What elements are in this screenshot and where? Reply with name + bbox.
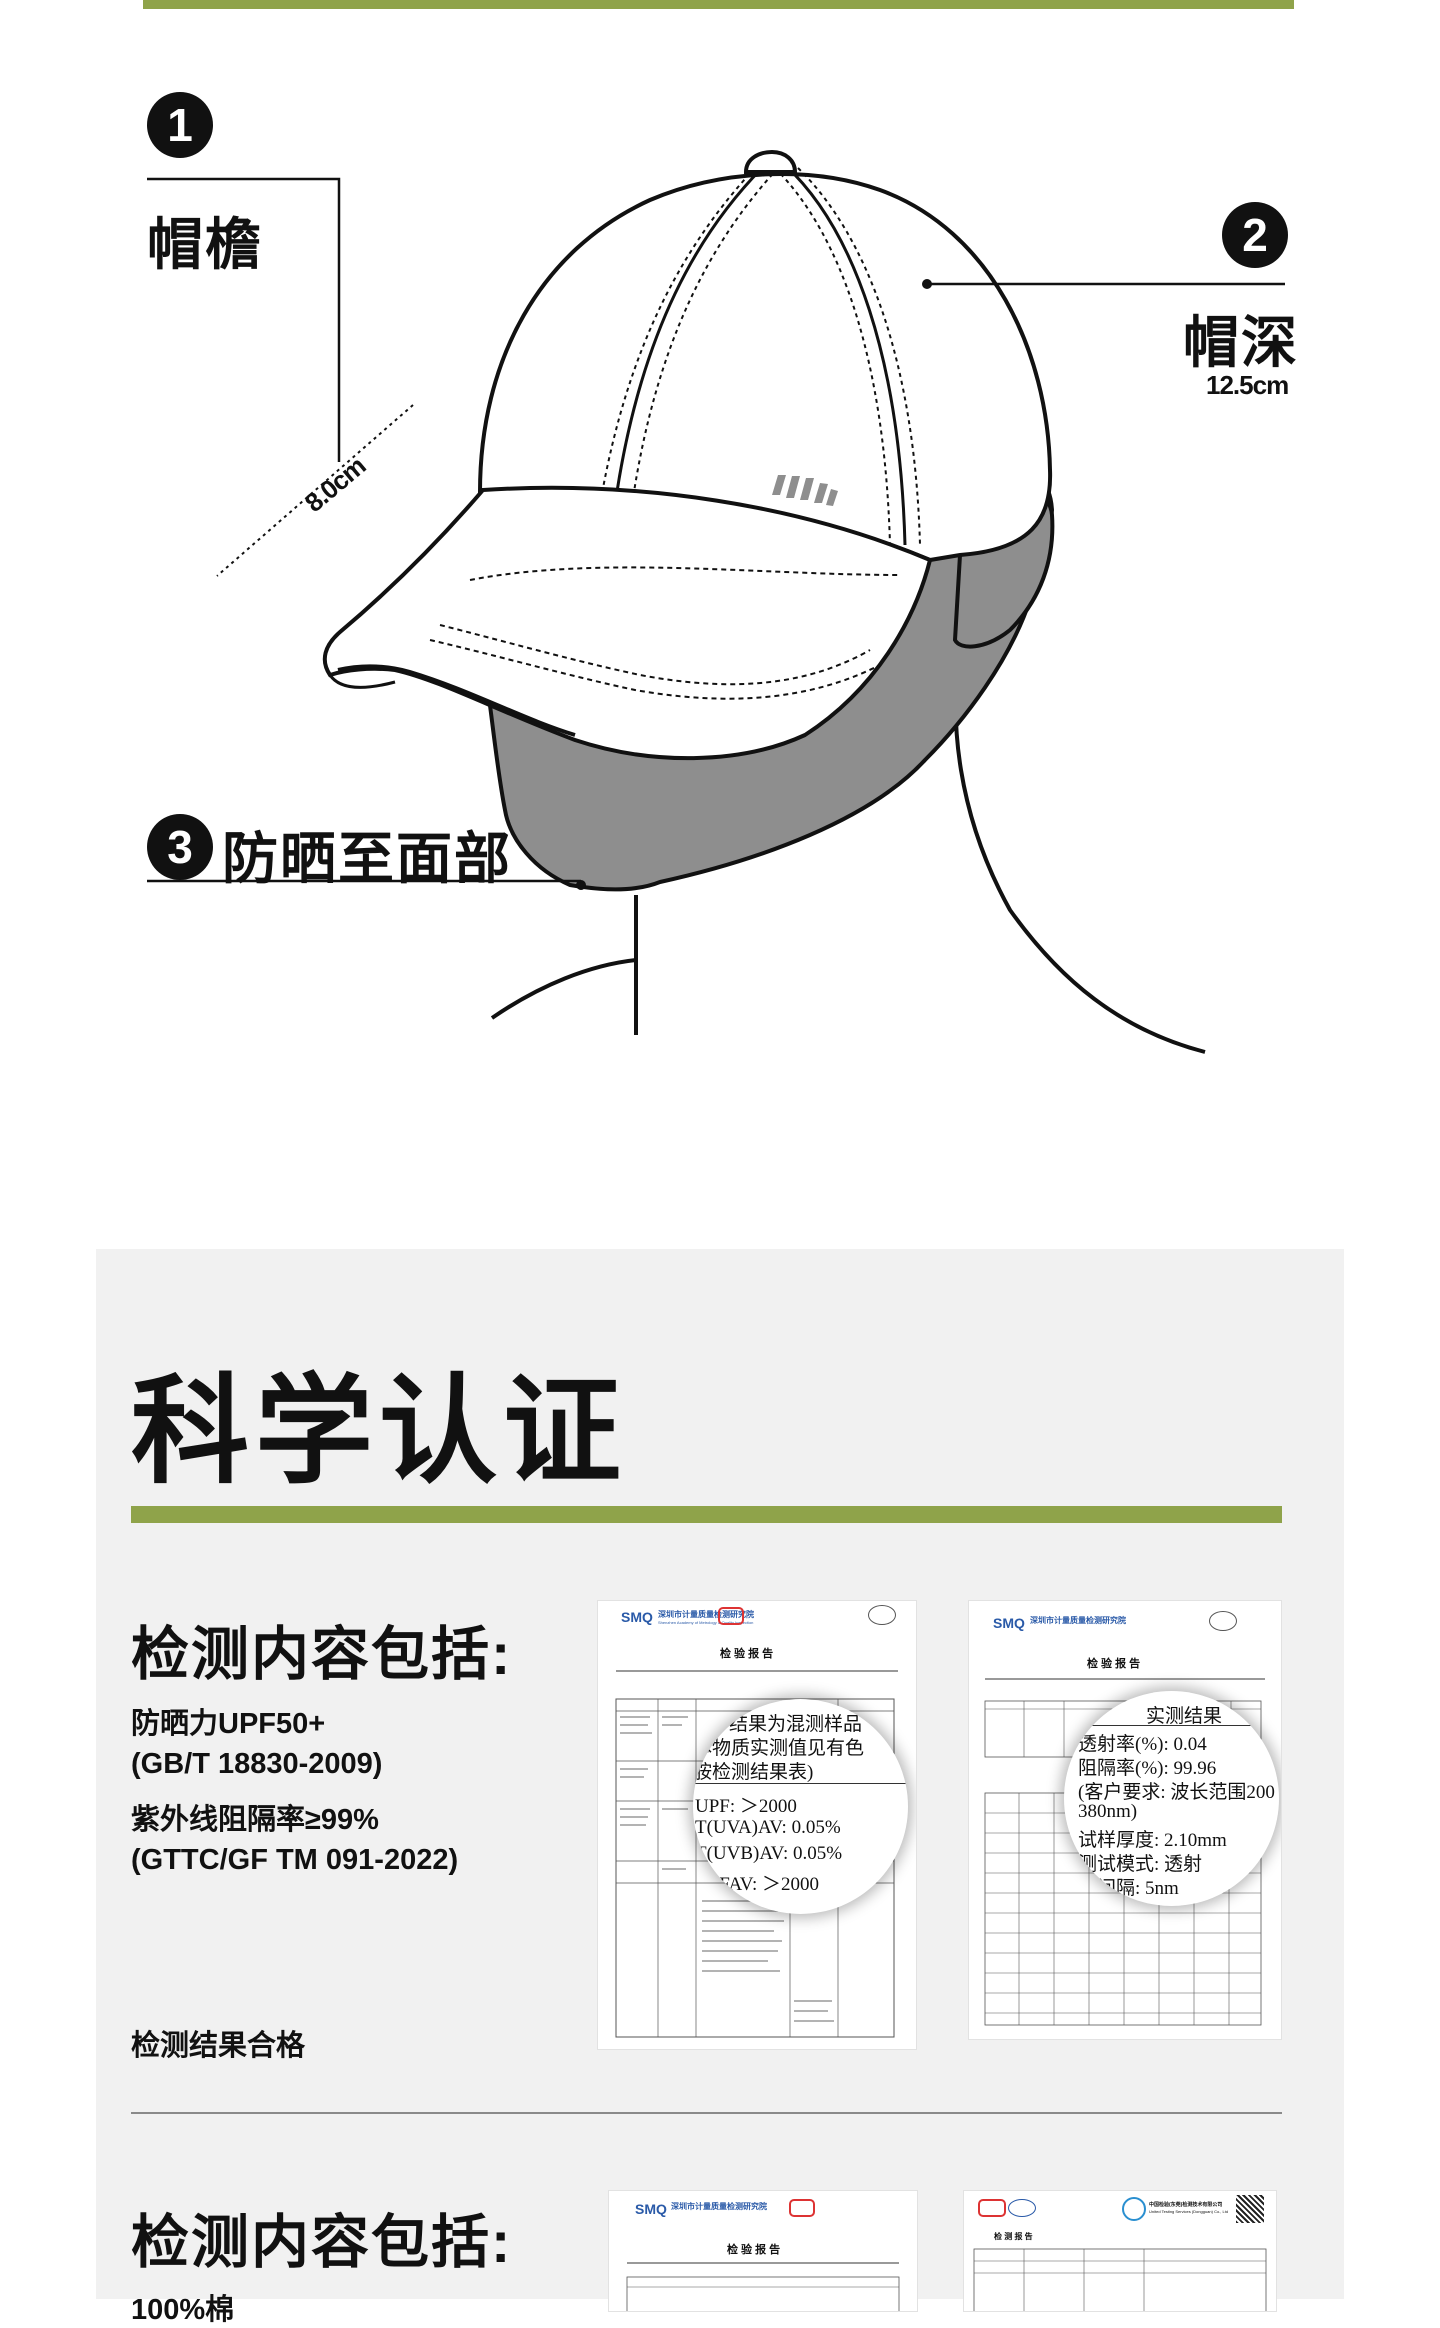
qr-code-icon [1236, 2195, 1264, 2223]
brim-label: 帽檐 [147, 213, 263, 276]
zoom1-line-4: UPF: ＞2000 [695, 1796, 797, 1817]
callout-number-1: 1 [147, 92, 213, 158]
test-report-3: SMQ 深圳市计量质量检测研究院 检 验 报 告 [608, 2190, 918, 2312]
callout-number-3: 3 [147, 814, 213, 880]
report1-magnifier: 结果为混测样品 体物质实测值见有色 胺检测结果表) UPF: ＞2000 T(U… [693, 1699, 908, 1914]
section-divider [131, 2112, 1282, 2114]
report3-org: 深圳市计量质量检测研究院 [671, 2202, 767, 2211]
report1-logo: SMQ [621, 1609, 653, 1625]
cnas-seal-icon-2 [1209, 1611, 1237, 1631]
report4-table [973, 2248, 1267, 2311]
report4-org: 中国检验(东莞)检测技术有限公司 [1149, 2202, 1223, 2208]
zoom2-line-8: 长间隔: 5nm [1078, 1878, 1179, 1899]
block1-item-1: 防晒力UPF50+ [131, 1708, 326, 1740]
block1-item-3: 紫外线阻隔率≥99% [131, 1804, 379, 1836]
cap-illustration [147, 149, 1285, 1054]
zoom2-line-6: 试样厚度: 2.10mm [1078, 1830, 1227, 1851]
report3-logo: SMQ [635, 2201, 667, 2217]
zoom2-line-3: 阻隔率(%): 99.96 [1078, 1758, 1217, 1779]
cma-stamp-icon-4 [978, 2199, 1006, 2217]
report4-org-en: United Testing Services (Dongguan) Co., … [1149, 2209, 1229, 2214]
report2-magnifier: 实测结果 透射率(%): 0.04 阻隔率(%): 99.96 (客户要求: 波… [1064, 1691, 1279, 1906]
zoom2-line-4: (客户要求: 波长范围200 [1078, 1782, 1275, 1803]
zoom1-line-5: T(UVA)AV: 0.05% [695, 1817, 841, 1838]
block2-heading: 检测内容包括: [131, 2210, 513, 2275]
cma-stamp-icon [718, 1607, 744, 1625]
report2-title: 检 验 报 告 [1087, 1658, 1141, 1670]
report1-org: 深圳市计量质量检测研究院 [658, 1610, 754, 1619]
test-report-4: 中国检验(东莞)检测技术有限公司 United Testing Services… [963, 2190, 1277, 2312]
title-accent-bar [131, 1506, 1282, 1523]
section-title: 科学认证 [131, 1366, 628, 1498]
cnas-seal-icon-4 [1008, 2199, 1036, 2217]
report2-logo: SMQ [993, 1615, 1025, 1631]
block1-item-4: (GTTC/GF TM 091-2022) [131, 1844, 459, 1876]
uts-logo-icon [1122, 2197, 1146, 2221]
cnas-seal-icon [868, 1605, 896, 1625]
block1-result: 检测结果合格 [131, 2030, 306, 2062]
report1-org-en: Shenzhen Academy of Metrology & Quality … [658, 1620, 754, 1625]
zoom1-line-1: 结果为混测样品 [729, 1714, 863, 1735]
zoom2-line-7: 测试模式: 透射 [1078, 1854, 1203, 1875]
cma-stamp-icon-3 [789, 2199, 815, 2217]
report4-title: 检 测 报 告 [994, 2232, 1033, 2241]
depth-measure: 12.5cm [1206, 370, 1289, 400]
block1-heading: 检测内容包括: [131, 1622, 513, 1687]
zoom2-line-2: 透射率(%): 0.04 [1078, 1734, 1207, 1755]
report2-org: 深圳市计量质量检测研究院 [1030, 1616, 1126, 1625]
top-accent-bar [143, 0, 1294, 9]
callout-number-2: 2 [1222, 202, 1288, 268]
depth-label: 帽深 [1183, 311, 1299, 374]
report3-title: 检 验 报 告 [727, 2244, 781, 2256]
zoom1-line-6: T(UVB)AV: 0.05% [695, 1843, 843, 1864]
zoom1-line-7: UPFAV: ＞2000 [695, 1874, 820, 1895]
zoom2-line-5: 380nm) [1078, 1801, 1138, 1822]
block2-item-1: 100%棉 [131, 2294, 235, 2326]
block1-item-2: (GB/T 18830-2009) [131, 1748, 383, 1780]
report1-title: 检 验 报 告 [720, 1648, 774, 1660]
zoom1-line-3: 胺检测结果表) [693, 1762, 814, 1783]
report3-table [626, 2262, 900, 2311]
test-report-2: SMQ 深圳市计量质量检测研究院 检 验 报 告 实测结果 透射率(%): 0.… [968, 1600, 1282, 2040]
face-protection-label: 防晒至面部 [222, 827, 512, 890]
zoom1-line-2: 体物质实测值见有色 [693, 1738, 865, 1759]
test-report-1: SMQ 深圳市计量质量检测研究院 Shenzhen Academy of Met… [597, 1600, 917, 2050]
zoom2-line-1: 实测结果 [1146, 1706, 1223, 1727]
